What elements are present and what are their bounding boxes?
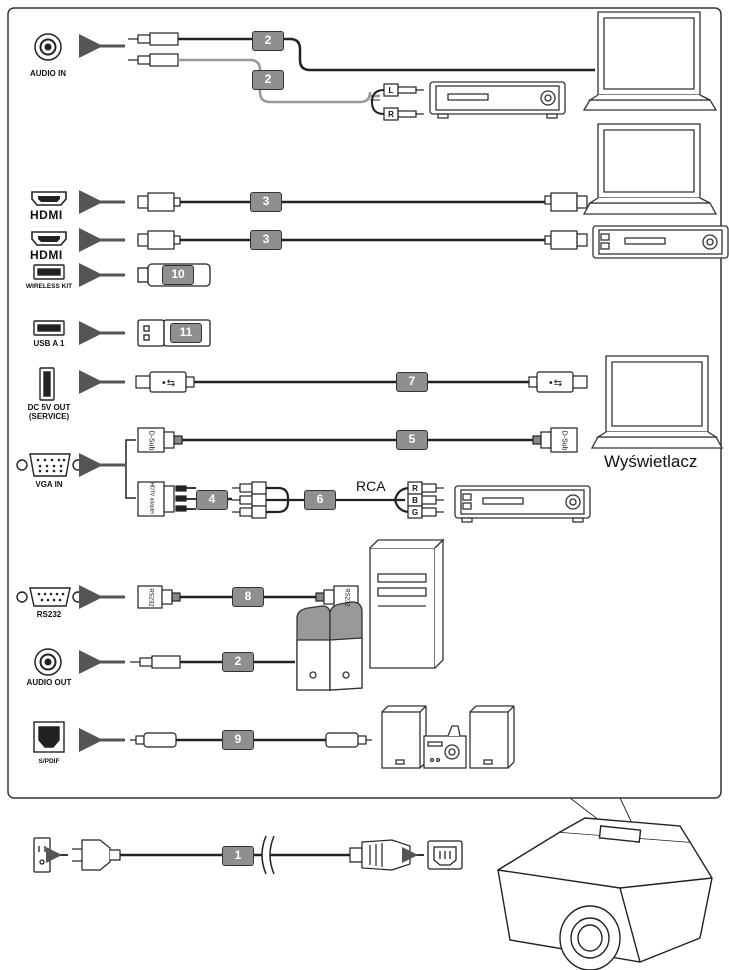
dc5v-out-label: DC 5V OUT (SERVICE)	[10, 403, 88, 421]
cable-badge-rs232: 8	[232, 587, 264, 607]
dc5v-line2: (SERVICE)	[28, 412, 70, 421]
hdtv-adapter-label: HDTV adapter	[148, 482, 155, 515]
audio-l-label: L	[388, 86, 394, 95]
cable-badge-usb-dongle: 11	[170, 323, 202, 343]
audio-out-port-icon	[34, 648, 62, 676]
hifi-system-icon	[381, 705, 515, 769]
hdmi-logo-2: HDMI	[30, 248, 63, 262]
hdtv-adapter-icon	[137, 481, 187, 517]
hdmi-plug-icon	[137, 230, 588, 250]
laptop-icon	[582, 123, 718, 215]
rs232-right-label: RS232	[343, 588, 350, 607]
pc-tower-icon	[369, 538, 445, 669]
cable-badge-audio-rca: 2	[252, 70, 284, 90]
usb-a1-label: USB A 1	[33, 339, 65, 348]
vga-in-label: VGA IN	[35, 480, 63, 489]
dc5v-line1: DC 5V OUT	[27, 403, 71, 412]
cable-badge-hdtv-adapter: 4	[196, 490, 228, 510]
audio-r-label: R	[388, 110, 394, 119]
hdmi-port-icon	[31, 191, 67, 206]
hdmi-plug-icon	[137, 192, 588, 212]
rca-rbg-plugs-icon	[407, 481, 444, 519]
power-plug-icon	[72, 839, 121, 871]
cable-badge-audio-out: 2	[222, 652, 254, 672]
audio-in-port-icon	[34, 33, 62, 61]
rs232-port-icon	[16, 587, 84, 607]
cable-badge-power: 1	[222, 846, 254, 866]
mini-jack-plug-icon	[128, 32, 179, 67]
rca-trio-plugs-icon	[232, 481, 267, 519]
display-label: Wyświetlacz	[604, 452, 698, 471]
cable-badge-hdmi-laptop: 3	[250, 192, 282, 212]
hdmi-logo-1: HDMI	[30, 208, 63, 222]
rs232-label: RS232	[36, 610, 62, 619]
wireless-kit-label: WIRELESS KIT	[25, 283, 73, 290]
rca-g-label: G	[411, 508, 419, 517]
optical-plug-icon	[130, 732, 372, 748]
wall-outlet-icon	[33, 837, 51, 873]
usb-port-icon	[33, 320, 65, 336]
svg-text:•⇆: •⇆	[548, 378, 562, 389]
usb-vertical-port-icon	[39, 367, 55, 401]
mini-jack-plug-icon	[130, 655, 181, 669]
usb-cable-plug-icon: •⇆ •⇆	[135, 371, 588, 393]
rca-b-label: B	[412, 496, 418, 505]
cable-badge-audio-pc: 2	[252, 31, 284, 51]
laptop-icon	[590, 355, 724, 449]
vga-port-icon	[16, 453, 84, 477]
rca-label: RCA	[356, 478, 386, 494]
pc-speakers-icon	[296, 601, 363, 691]
cable-badge-hdmi-player: 3	[250, 230, 282, 250]
audio-out-label: AUDIO OUT	[26, 678, 72, 687]
laptop-icon	[582, 11, 718, 111]
projector-icon	[497, 817, 713, 970]
dsub-left-label: D-Sub	[147, 430, 155, 451]
rs232-left-label: RS232	[147, 588, 154, 607]
rca-r-label: R	[412, 484, 418, 493]
iec-socket-icon	[427, 840, 463, 870]
connection-panel	[7, 7, 722, 799]
rca-lr-plugs-icon	[371, 83, 424, 121]
hdmi-port-icon	[31, 231, 67, 246]
dsub-right-label: D-Sub	[560, 430, 568, 451]
cable-badge-usb: 7	[396, 372, 428, 392]
dvd-player-icon	[592, 225, 729, 259]
iec-plug-icon	[349, 839, 411, 871]
spdif-port-icon	[33, 721, 65, 753]
spdif-label: S/PDIF	[38, 758, 60, 765]
cable-badge-spdif: 9	[222, 730, 254, 750]
cable-badge-rca-component: 6	[304, 490, 336, 510]
dvd-player-icon	[454, 485, 591, 523]
audio-in-label: AUDIO IN	[30, 69, 66, 78]
dsub-plug-icon	[137, 427, 578, 453]
usb-port-icon	[33, 264, 65, 280]
svg-text:•⇆: •⇆	[161, 378, 175, 389]
cable-badge-wireless: 10	[162, 265, 194, 285]
cable-badge-dsub: 5	[396, 430, 428, 450]
dvd-player-icon	[429, 81, 566, 119]
